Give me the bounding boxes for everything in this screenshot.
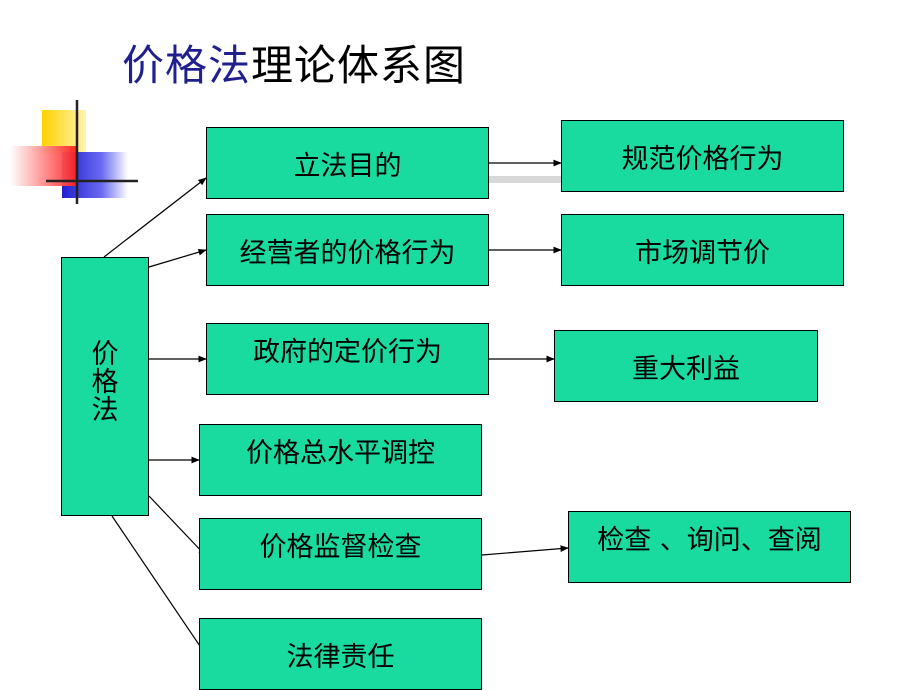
box-operator-pricing: 经营者的价格行为 (206, 214, 489, 286)
box-legislative-purpose: 立法目的 (206, 127, 489, 199)
root-char-1: 价 (91, 338, 119, 370)
shadow-bar (489, 176, 561, 183)
box-major-interests-label: 重大利益 (632, 353, 740, 385)
root-char-2: 格 (91, 366, 119, 398)
box-legal-liability: 法律责任 (199, 618, 482, 690)
arrow-root-to-operator (148, 248, 207, 268)
arrow-root-to-supervision (148, 495, 207, 557)
title-accent: 价格法 (122, 41, 252, 90)
root-char-3: 法 (91, 394, 119, 426)
box-price-level-control: 价格总水平调控 (199, 424, 482, 496)
root-box-price-law: 价 格 法 (61, 257, 149, 516)
box-market-price-label: 市场调节价 (635, 237, 770, 269)
box-price-level-control-label: 价格总水平调控 (246, 438, 435, 469)
box-standardize-pricing: 规范价格行为 (561, 120, 844, 192)
box-inspect-inquire-review-label: 检查 、询问、查阅 (597, 525, 822, 556)
box-major-interests: 重大利益 (554, 330, 818, 402)
box-legislative-purpose-label: 立法目的 (293, 150, 402, 182)
box-price-supervision: 价格监督检查 (199, 518, 482, 590)
title-rest: 理论体系图 (251, 41, 467, 90)
box-operator-pricing-label: 经营者的价格行为 (239, 237, 456, 269)
box-government-pricing-label: 政府的定价行为 (253, 337, 442, 368)
box-inspect-inquire-review: 检查 、询问、查阅 (568, 511, 851, 583)
box-price-supervision-label: 价格监督检查 (259, 532, 422, 563)
box-market-price: 市场调节价 (561, 214, 844, 286)
arrow-root-to-purpose (103, 177, 207, 258)
page-title: 价格法理论体系图 (122, 32, 466, 93)
deco-red-square (10, 146, 76, 186)
arrow-root-to-liability (111, 515, 207, 656)
corner-decoration (10, 100, 138, 204)
box-standardize-pricing-label: 规范价格行为 (621, 143, 784, 175)
box-legal-liability-label: 法律责任 (286, 641, 395, 673)
arrow-supervision-to-inspect (481, 545, 569, 556)
box-government-pricing: 政府的定价行为 (206, 323, 489, 395)
